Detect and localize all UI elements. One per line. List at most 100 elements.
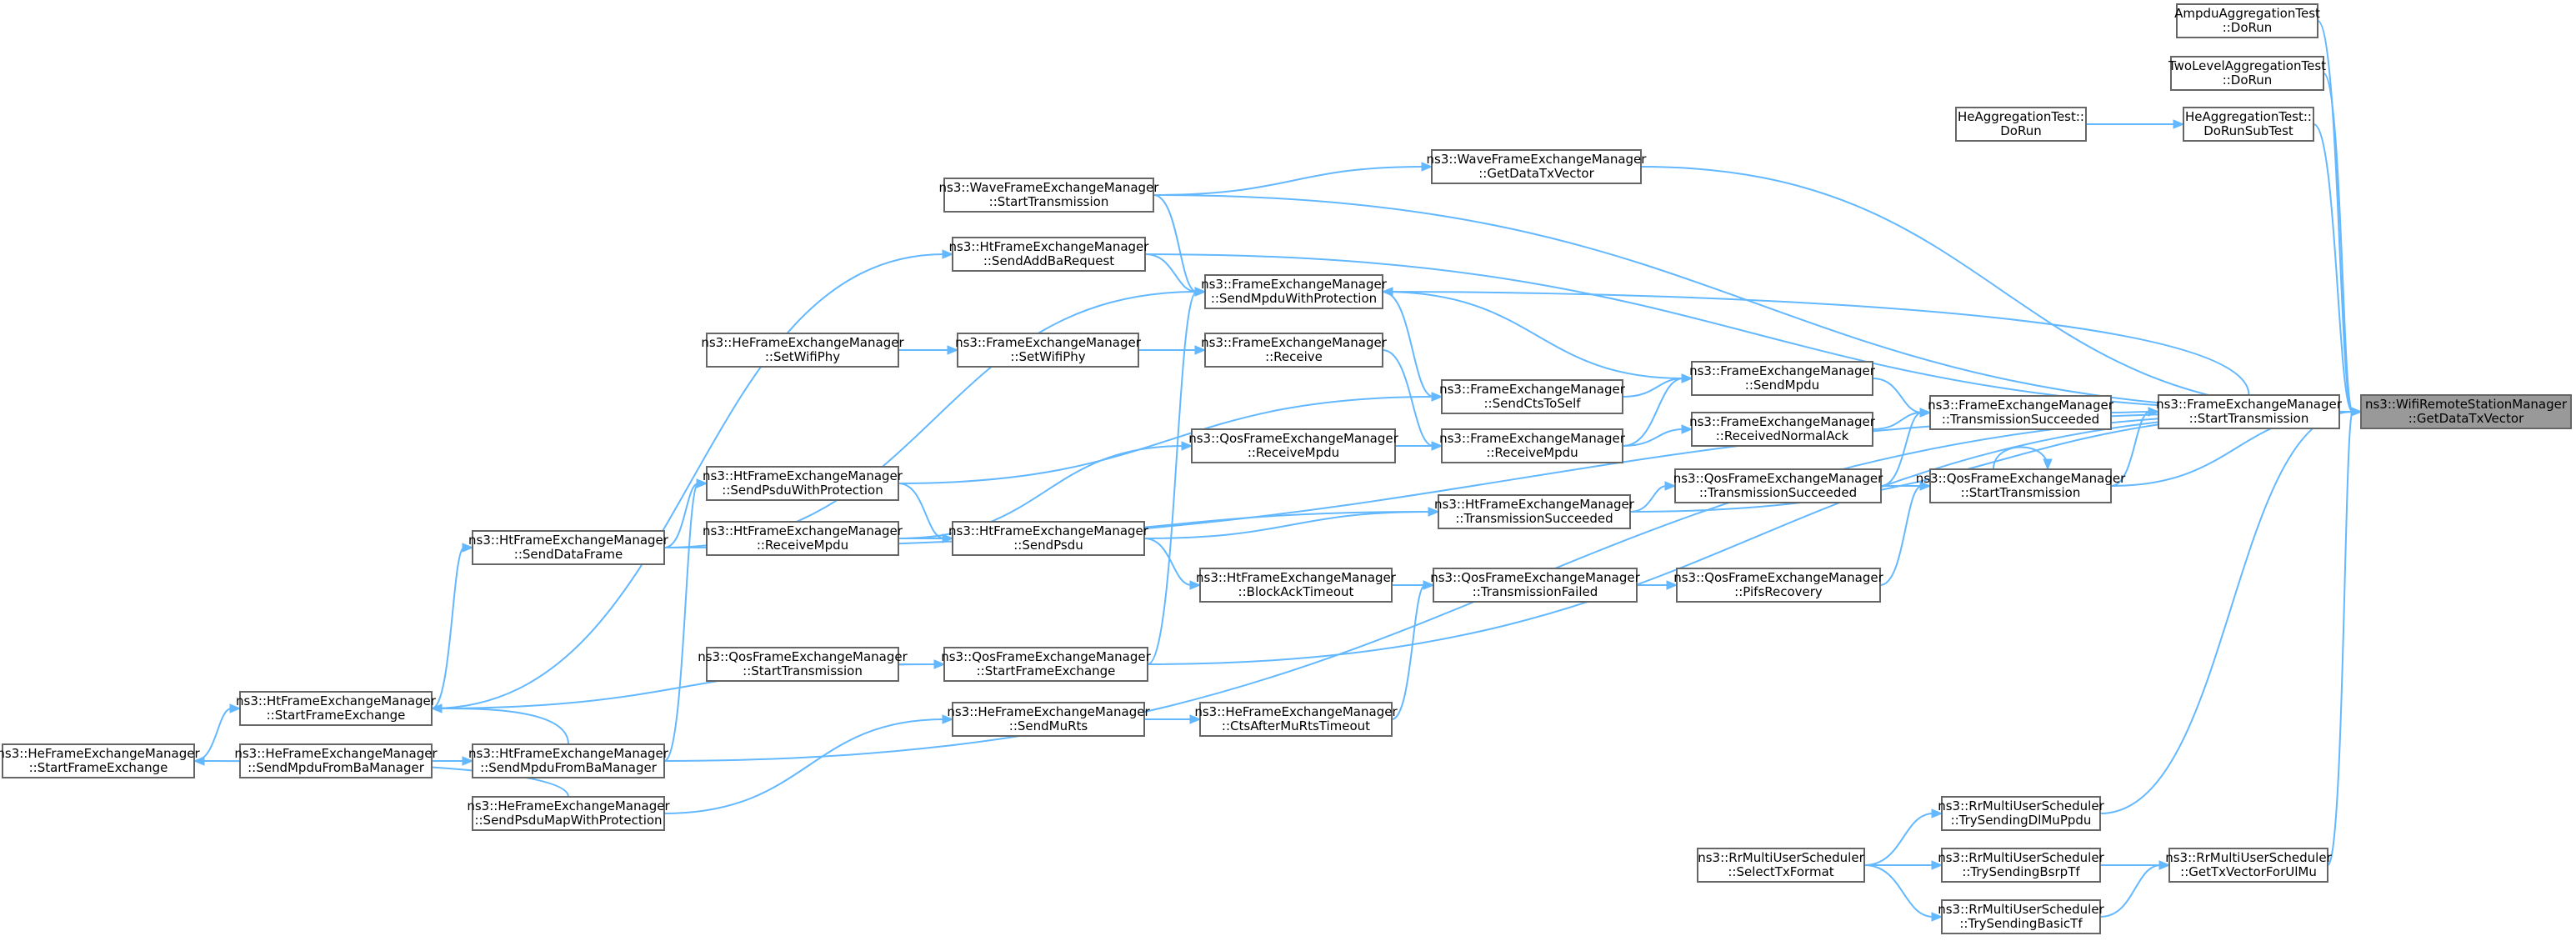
node-rrbsrp[interactable]: ns3::RrMultiUserScheduler::TrySendingBsr… [1938,848,2105,883]
node-qosrecv[interactable]: ns3::QosFrameExchangeManager::ReceiveMpd… [1188,428,1399,463]
node-qostf[interactable]: ns3::QosFrameExchangeManager::Transmissi… [1430,568,1641,603]
node-box [1697,848,1865,883]
node-label-line: ns3::QosFrameExchangeManager [698,649,908,664]
node-box [943,647,1148,682]
node-label-line: ::PifsRecovery [1734,584,1823,599]
node-fects[interactable]: ns3::FrameExchangeManager::SendCtsToSelf [1439,379,1626,414]
node-ferecvmpdu[interactable]: ns3::FrameExchangeManager::ReceiveMpdu [1439,428,1626,463]
node-hespmwp[interactable]: ns3::HeFrameExchangeManager::SendPsduMap… [467,796,670,831]
node-fesetphy[interactable]: ns3::FrameExchangeManager::SetWifiPhy [955,333,1142,368]
node-femsmwp[interactable]: ns3::FrameExchangeManager::SendMpduWithP… [1201,274,1388,309]
edge-fesetphy-to-ferecv [1138,345,1207,355]
node-qossfe[interactable]: ns3::QosFrameExchangeManager::StartFrame… [941,647,1152,682]
node-htrecv[interactable]: ns3::HtFrameExchangeManager::ReceiveMpdu [703,521,903,556]
edges-layer [193,20,2363,922]
node-heaggsub[interactable]: HeAggregationTest::DoRunSubTest [2183,107,2314,142]
node-htsdf[interactable]: ns3::HtFrameExchangeManager::SendDataFra… [468,530,669,565]
node-label-line: HeAggregationTest:: [2185,109,2312,124]
node-rrstf[interactable]: ns3::RrMultiUserScheduler::SelectTxForma… [1697,848,1865,883]
node-label-line: ns3::FrameExchangeManager [1201,335,1388,350]
node-box [957,333,1139,368]
edge-rrdl-to-root [2099,407,2363,814]
node-label-line: ns3::HtFrameExchangeManager [949,239,1150,254]
node-hectsmu[interactable]: ns3::HeFrameExchangeManager::CtsAfterMuR… [1194,702,1398,737]
node-htsendpsdu[interactable]: ns3::HtFrameExchangeManager::SendPsdu [948,521,1149,556]
node-label-line: ::StartFrameExchange [267,708,406,723]
node-label-line: ::TransmissionSucceeded [1455,511,1613,526]
edge-qospifs-to-qosst [1879,481,1932,586]
node-htbat[interactable]: ns3::HtFrameExchangeManager::BlockAckTim… [1196,568,1397,603]
node-ferna[interactable]: ns3::FrameExchangeManager::ReceivedNorma… [1689,412,1876,447]
node-label-line: ::StartFrameExchange [29,760,168,775]
node-label-line: ns3::FrameExchangeManager [1201,277,1388,292]
node-label-line: ::TrySendingBasicTf [1959,916,2083,931]
node-box [952,521,1145,556]
node-label-line: ns3::QosFrameExchangeManager [941,649,1151,664]
node-label-line: ::ReceiveMpdu [1486,445,1578,460]
edge-htsfe-to-htsdf [431,543,474,709]
node-heagg[interactable]: HeAggregationTest::DoRun [1955,107,2087,142]
node-htsmfba[interactable]: ns3::HtFrameExchangeManager::SendMpduFro… [468,743,669,778]
node-label-line: ::SetWifiPhy [765,349,840,364]
node-ferecv[interactable]: ns3::FrameExchangeManager::Receive [1201,333,1388,368]
node-box [472,530,665,565]
node-qostxs[interactable]: ns3::QosFrameExchangeManager::Transmissi… [1673,468,1883,503]
node-label-line: ::StartTransmission [743,663,863,678]
node-label-line: ::ReceiveMpdu [1248,445,1339,460]
node-box [2183,107,2314,142]
node-hesfe[interactable]: ns3::HeFrameExchangeManager::StartFrameE… [0,743,200,778]
node-twolevel[interactable]: TwoLevelAggregationTest::DoRun [2168,56,2326,91]
node-label-line: ::StartTransmission [989,194,1109,209]
node-box [2360,394,2572,429]
node-label-line: ns3::RrMultiUserScheduler [2165,850,2332,865]
node-label-line: ::StartTransmission [2189,411,2309,426]
node-wavest[interactable]: ns3::WaveFrameExchangeManager::StartTran… [939,178,1160,213]
node-box [1941,848,2101,883]
node-fesendmpdu[interactable]: ns3::FrameExchangeManager::SendMpdu [1689,361,1876,396]
node-root[interactable]: ns3::WifiRemoteStationManager::GetDataTx… [2360,394,2572,429]
node-hesmrts[interactable]: ns3::HeFrameExchangeManager::SendMuRts [947,702,1150,737]
node-httxs[interactable]: ns3::HtFrameExchangeManager::Transmissio… [1434,494,1635,529]
edge-femsmwp-to-fects [1382,291,1443,402]
node-fetxs[interactable]: ns3::FrameExchangeManager::TransmissionS… [1928,395,2114,430]
edge-qostf-to-qospifs [1636,580,1678,590]
edge-twolevel-to-root [2323,73,2363,417]
node-box [1441,428,1623,463]
node-label-line: ::SetWifiPhy [1010,349,1085,364]
node-qosst[interactable]: ns3::QosFrameExchangeManager::StartTrans… [1916,468,2126,503]
node-hesetphy[interactable]: ns3::HeFrameExchangeManager::SetWifiPhy [701,333,904,368]
node-box [1929,395,2112,430]
edge-qostxs-to-fetxs [1880,408,1932,487]
node-label-line: ::SendPsdu [1013,538,1083,553]
node-rrdl[interactable]: ns3::RrMultiUserScheduler::TrySendingDlM… [1938,796,2105,831]
node-htaddba[interactable]: ns3::HtFrameExchangeManager::SendAddBaRe… [949,237,1150,272]
node-rrbasic[interactable]: ns3::RrMultiUserScheduler::TrySendingBas… [1938,899,2105,934]
nodes-layer: ns3::WifiRemoteStationManager::GetDataTx… [0,3,2572,934]
node-hesmfba[interactable]: ns3::HeFrameExchangeManager::SendMpduFro… [234,743,438,778]
node-htspwp[interactable]: ns3::HtFrameExchangeManager::SendPsduWit… [703,466,903,501]
node-qospifs[interactable]: ns3::QosFrameExchangeManager::PifsRecove… [1673,568,1884,603]
edge-rrstf-to-rrdl [1863,808,1943,866]
node-rrgtv[interactable]: ns3::RrMultiUserScheduler::GetTxVectorFo… [2165,848,2333,883]
node-htsfe[interactable]: ns3::HtFrameExchangeManager::StartFrameE… [236,691,437,726]
edge-hesetphy-to-fesetphy [898,345,959,355]
node-ampdu[interactable]: AmpduAggregationTest::DoRun [2174,3,2320,38]
node-label-line: ::DoRun [2223,20,2273,35]
node-label-line: ::DoRun [2223,73,2273,88]
node-label-line: ::ReceivedNormalAck [1716,428,1849,443]
node-fest[interactable]: ns3::FrameExchangeManager::StartTransmis… [2156,394,2343,429]
node-box [1438,494,1631,529]
node-label-line: ::TransmissionSucceeded [1699,485,1857,500]
node-box [472,796,665,831]
node-label-line: ns3::QosFrameExchangeManager [1673,471,1883,486]
node-box [2176,3,2318,38]
node-label-line: ns3::HtFrameExchangeManager [468,746,669,761]
node-label-line: ::SendMuRts [1009,718,1088,733]
node-box [706,647,899,682]
edge-ferecvmpdu-to-ferna [1622,424,1693,447]
node-wavegtv[interactable]: ns3::WaveFrameExchangeManager::GetDataTx… [1427,149,1648,184]
node-label-line: ns3::HtFrameExchangeManager [948,523,1149,538]
node-label-line: ns3::WifiRemoteStationManager [2365,397,2568,412]
node-qosst2[interactable]: ns3::QosFrameExchangeManager::StartTrans… [698,647,908,682]
